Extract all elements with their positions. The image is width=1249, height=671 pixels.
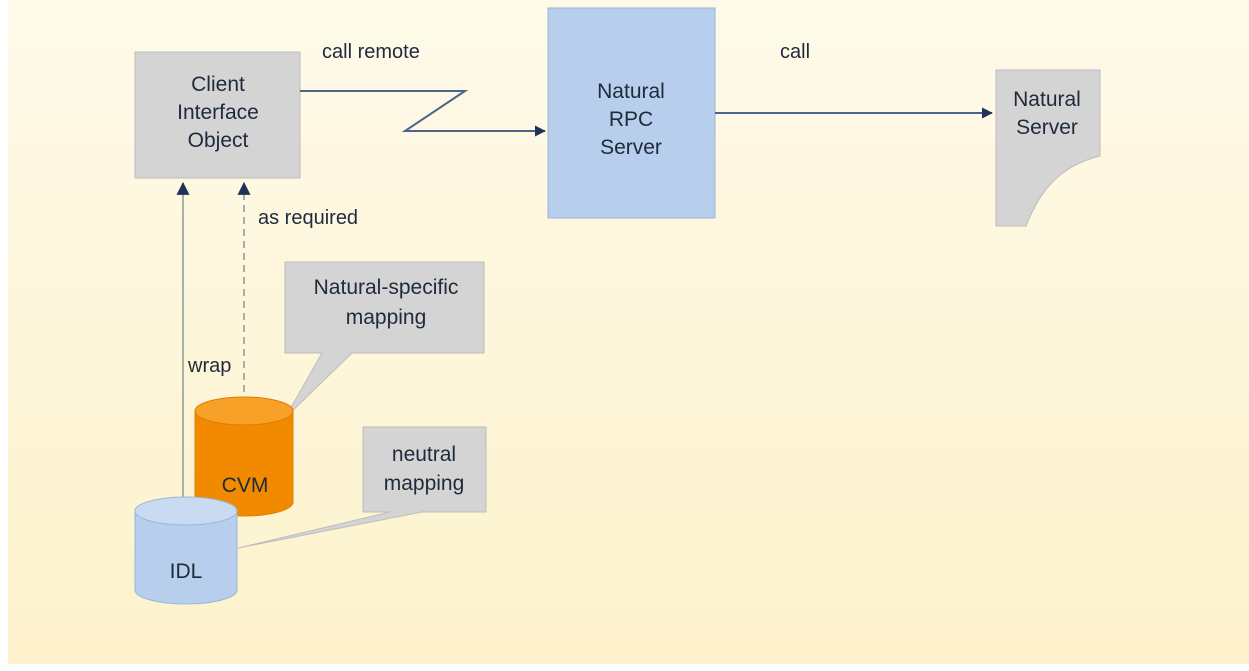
natural-rpc-server-line-3: Server	[600, 136, 662, 159]
client-interface-object-line-2: Interface	[177, 101, 259, 124]
neutral-mapping-line-1: neutral	[392, 443, 456, 466]
idl-cylinder: IDL	[134, 496, 238, 605]
cvm-label: CVM	[222, 474, 269, 497]
natural-server-document: Natural Server	[995, 69, 1101, 227]
natural-rpc-server-line-2: RPC	[609, 108, 653, 131]
as-required-label: as required	[258, 207, 358, 229]
idl-label: IDL	[170, 560, 203, 583]
client-interface-object-box: Client Interface Object	[134, 51, 301, 179]
natural-server-line-2: Server	[1016, 116, 1078, 139]
call-remote-connector	[300, 90, 546, 137]
wrap-label: wrap	[187, 355, 231, 377]
client-interface-object-line-1: Client	[191, 73, 245, 96]
neutral-mapping-line-2: mapping	[384, 472, 465, 495]
client-interface-object-line-3: Object	[188, 129, 249, 152]
cvm-cylinder: CVM	[194, 396, 294, 517]
neutral-mapping-callout: neutral mapping	[237, 426, 487, 549]
natural-rpc-server-box: Natural RPC Server	[547, 7, 716, 219]
natural-server-line-1: Natural	[1013, 88, 1081, 111]
natural-specific-mapping-callout: Natural-specific mapping	[284, 261, 485, 419]
call-label: call	[780, 41, 810, 63]
natural-rpc-server-line-1: Natural	[597, 80, 665, 103]
natural-specific-mapping-line-1: Natural-specific	[314, 276, 459, 299]
natural-specific-mapping-line-2: mapping	[346, 306, 427, 329]
call-remote-label: call remote	[322, 41, 420, 63]
